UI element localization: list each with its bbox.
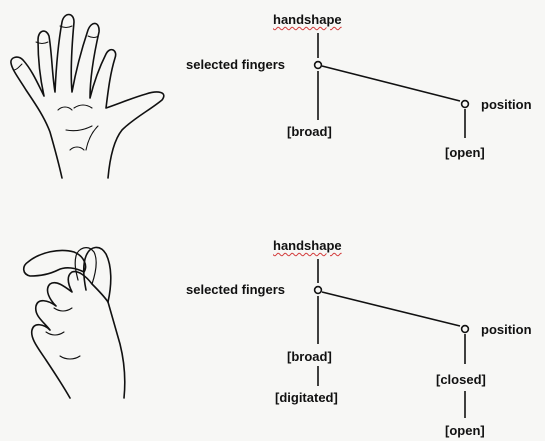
selected-fingers-node-2 bbox=[315, 287, 322, 294]
selected-fingers-node-1 bbox=[315, 62, 322, 69]
selected-fingers-label-1: selected fingers bbox=[186, 57, 285, 72]
position-node-2 bbox=[462, 326, 469, 333]
position-node-1 bbox=[462, 101, 469, 108]
fingers-feature-label-2: [broad] bbox=[287, 349, 332, 364]
position-feature-label-1: [open] bbox=[445, 145, 485, 160]
fingers-feature-label-2b: [digitated] bbox=[275, 390, 338, 405]
selected-fingers-label-2: selected fingers bbox=[186, 282, 285, 297]
handshape-root-label-2: handshape bbox=[273, 238, 342, 253]
position-label-2: position bbox=[481, 322, 532, 337]
position-feature-label-2: [closed] bbox=[436, 372, 486, 387]
fingers-feature-label-1: [broad] bbox=[287, 124, 332, 139]
position-feature-label-2b: [open] bbox=[445, 423, 485, 438]
position-label-1: position bbox=[481, 97, 532, 112]
handshape-root-label-1: handshape bbox=[273, 12, 342, 27]
tree-1-edges bbox=[315, 33, 469, 138]
